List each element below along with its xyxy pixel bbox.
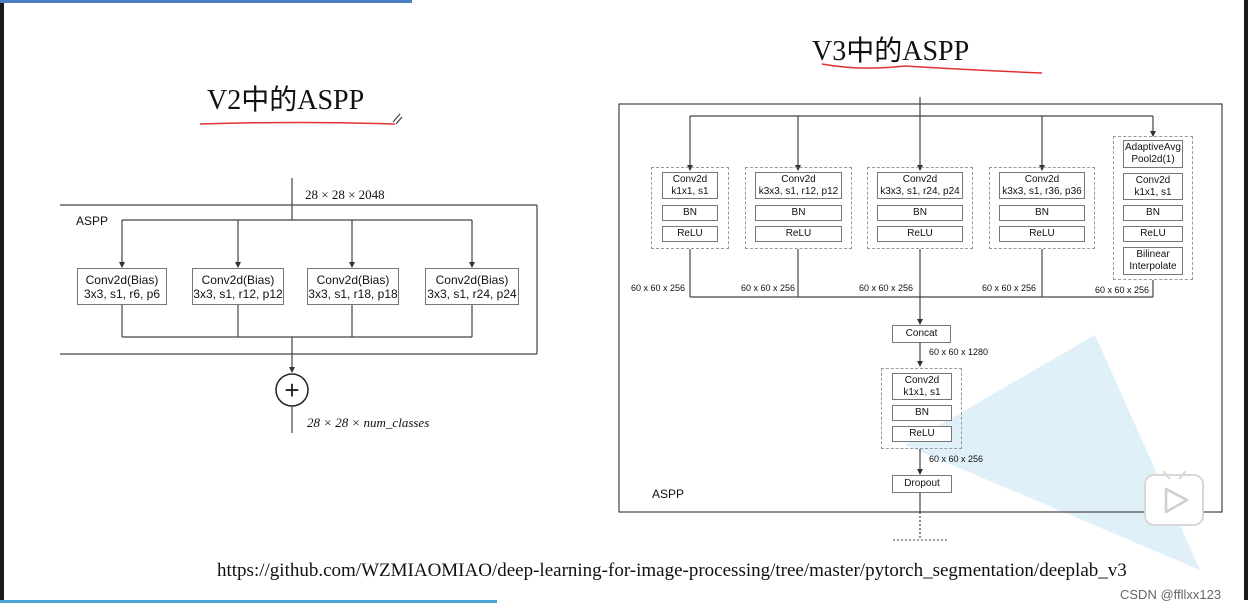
v3-branch-2-conv-line2: k3x3, s1, r12, p12 [758,185,839,197]
v3-proj-conv: Conv2d k1x1, s1 [892,373,952,400]
v2-branch-1-line1: Conv2d(Bias) [85,272,159,287]
v3-pool-conv-line2: k1x1, s1 [1134,186,1172,198]
v2-branch-4-line1: Conv2d(Bias) [435,272,509,287]
v3-branch-4-group [989,167,1095,249]
v3-branch-1-conv-line1: Conv2d [672,173,708,185]
v3-proj-bn: BN [892,405,952,421]
v3-branch-2-bn: BN [755,205,842,221]
v3-branch-3-conv-line2: k3x3, s1, r24, p24 [880,185,960,197]
v3-branch-1-group [651,167,729,249]
v2-branch-2-line2: 3x3, s1, r12, p12 [193,286,283,301]
v3-pool-conv-line1: Conv2d [1135,174,1171,186]
v2-branch-4-line2: 3x3, s1, r24, p24 [427,286,517,301]
frame-right-border [1244,0,1248,600]
v2-title: V2中的ASPP [207,85,365,116]
v2-branch-3-line2: 3x3, s1, r18, p18 [308,286,398,301]
v3-branch-3-conv-line1: Conv2d [902,173,938,185]
v3-pool-interp-line2: Interpolate [1129,261,1177,272]
v3-branch-3-bn: BN [877,205,963,221]
v2-branch-box-4: Conv2d(Bias) 3x3, s1, r24, p24 [425,268,519,305]
csdn-watermark: CSDN @ffllxx123 [1120,587,1222,602]
v3-branch-2-relu: ReLU [755,226,842,242]
v3-proj-out: 60 x 60 x 256 [929,454,984,464]
v2-input-label: 28 × 28 × 2048 [305,187,385,202]
v3-branch-4-relu: ReLU [999,226,1085,242]
v3-branch-2-conv-line1: Conv2d [781,173,816,185]
v3-branch-4-bn: BN [999,205,1085,221]
bottom-accent-bar [0,600,497,603]
v3-concat-box: Concat [892,325,951,343]
v3-title-underline [821,63,1043,74]
v3-title: V3中的ASPP [812,36,970,67]
v3-pool-out: 60 x 60 x 256 [1095,285,1150,295]
v3-branch-1-conv: Conv2d k1x1, s1 [662,172,718,199]
v3-branch-1-bn: BN [662,205,718,221]
v3-aspp-label: ASPP [652,487,685,501]
v3-branch-1-relu: ReLU [662,226,718,242]
v2-branch-box-2: Conv2d(Bias) 3x3, s1, r12, p12 [192,268,284,305]
v2-branch-3-line1: Conv2d(Bias) [316,272,390,287]
v3-branch-1-conv-line2: k1x1, s1 [671,185,709,197]
v3-pool-line2: Pool2d(1) [1131,154,1175,165]
v3-proj-conv-line2: k1x1, s1 [903,386,941,398]
v3-branch-1-out: 60 x 60 x 256 [631,283,686,293]
v3-pool-conv: Conv2d k1x1, s1 [1123,173,1183,200]
source-url: https://github.com/WZMIAOMIAO/deep-learn… [217,560,1127,581]
v3-branch-4-conv-line2: k3x3, s1, r36, p36 [1002,185,1082,197]
v3-branch-4-conv-line1: Conv2d [1024,173,1060,185]
v3-branch-3-out: 60 x 60 x 256 [859,283,914,293]
v3-dropout-box: Dropout [892,475,952,493]
v3-pool-line1: AdaptiveAvg [1125,142,1181,153]
v3-concat-out: 60 x 60 x 1280 [929,347,989,357]
v3-pool-relu: ReLU [1123,226,1183,242]
v3-proj-group [881,368,962,449]
v3-pool-branch-group [1113,136,1193,280]
v3-branch-3-conv: Conv2d k3x3, s1, r24, p24 [877,172,963,199]
sum-plus-icon: + [284,375,300,405]
v3-branch-3-group [867,167,973,249]
v3-branch-2-group [745,167,852,249]
v2-output-label: 28 × 28 × num_classes [307,415,430,430]
v2-aspp-label: ASPP [76,214,109,228]
v3-branch-4-conv: Conv2d k3x3, s1, r36, p36 [999,172,1085,199]
top-accent-bar [0,0,412,3]
v3-pool-box: AdaptiveAvg Pool2d(1) [1123,140,1183,168]
v3-pool-interp: Bilinear Interpolate [1123,247,1183,275]
v2-branch-2-line1: Conv2d(Bias) [201,272,275,287]
v3-pool-interp-line1: Bilinear [1136,249,1170,260]
v3-proj-relu: ReLU [892,426,952,442]
v3-proj-conv-line1: Conv2d [904,374,940,386]
v2-title-underline [199,121,396,125]
v2-branch-box-3: Conv2d(Bias) 3x3, s1, r18, p18 [307,268,399,305]
frame-left-border [0,0,4,600]
highlight-wedge [905,335,1200,570]
play-logo-icon [1144,470,1204,526]
v3-branch-2-out: 60 x 60 x 256 [741,283,796,293]
v3-branch-3-relu: ReLU [877,226,963,242]
v3-branch-4-out: 60 x 60 x 256 [982,283,1037,293]
v3-branch-2-conv: Conv2d k3x3, s1, r12, p12 [755,172,842,199]
v2-branch-box-1: Conv2d(Bias) 3x3, s1, r6, p6 [77,268,167,305]
v3-pool-bn: BN [1123,205,1183,221]
v2-branch-1-line2: 3x3, s1, r6, p6 [83,286,161,301]
